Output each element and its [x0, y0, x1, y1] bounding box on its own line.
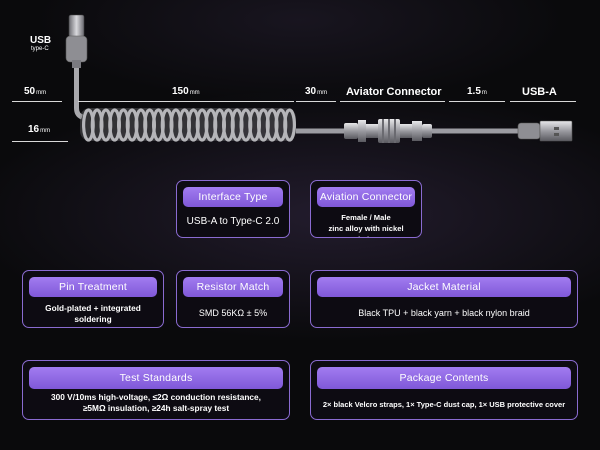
card-body: Black TPU + black yarn + black nylon bra… [358, 308, 530, 318]
usb-a-label: USB-A [522, 86, 557, 98]
card-aviation-connector: Aviation Connector Female / Male zinc al… [310, 180, 422, 238]
card-package-contents: Package Contents 2× black Velcro straps,… [310, 360, 578, 420]
card-title: Pin Treatment [29, 277, 157, 297]
dim-line-16 [12, 141, 68, 142]
dim-line-usb-a [510, 101, 576, 102]
card-body: 300 V/10ms high-voltage, ≤2Ω conduction … [27, 392, 285, 414]
card-body: SMD 56KΩ ± 5% [198, 308, 268, 318]
height-16-label: 16mm [28, 124, 51, 135]
dim-line-50 [12, 101, 62, 102]
card-line: 300 V/10ms high-voltage, ≤2Ω conduction … [51, 392, 261, 402]
card-test-standards: Test Standards 300 V/10ms high-voltage, … [22, 360, 290, 420]
usb-a-plug [517, 120, 573, 142]
aviator-connector [344, 119, 432, 143]
card-title: Interface Type [183, 187, 283, 207]
card-resistor-match: Resistor Match SMD 56KΩ ± 5% [176, 270, 290, 328]
aviator-connector-label: Aviator Connector [346, 86, 442, 98]
card-body: 2× black Velcro straps, 1× Type-C dust c… [322, 400, 566, 409]
card-body: USB-A to Type-C 2.0 [186, 216, 280, 227]
usb-type-c-sublabel: type-C [31, 46, 49, 52]
card-line: Gold-plated + integrated [45, 303, 141, 313]
card-title: Resistor Match [183, 277, 283, 297]
card-line: zinc alloy with nickel plating [328, 224, 404, 237]
card-interface-type: Interface Type USB-A to Type-C 2.0 [176, 180, 290, 238]
coil-loop [283, 108, 297, 142]
usb-type-c-label: USB [30, 35, 52, 46]
usb-c-plug [65, 14, 88, 68]
length-1-5m-label: 1.5m [467, 86, 487, 97]
card-body: Female / Male zinc alloy with nickel pla… [315, 212, 417, 237]
dim-line-1-5m [449, 101, 505, 102]
card-title: Jacket Material [317, 277, 571, 297]
card-title: Test Standards [29, 367, 283, 389]
card-line: Female / Male [341, 213, 391, 222]
cable-coil [80, 108, 297, 142]
dim-line-150 [78, 101, 294, 102]
card-title: Aviation Connector [317, 187, 415, 207]
dim-line-aviator [340, 101, 445, 102]
height-50-label: 50mm [24, 86, 47, 97]
card-line: ≥5MΩ insulation, ≥24h salt-spray test [82, 403, 230, 413]
card-jacket-material: Jacket Material Black TPU + black yarn +… [310, 270, 578, 328]
length-30-label: 30mm [305, 86, 328, 97]
dim-line-30 [296, 101, 336, 102]
length-150-label: 150mm [172, 86, 200, 97]
card-title: Package Contents [317, 367, 571, 389]
card-line: soldering [74, 314, 112, 324]
card-body: Gold-plated + integrated soldering [27, 303, 159, 325]
card-pin-treatment: Pin Treatment Gold-plated + integrated s… [22, 270, 164, 328]
